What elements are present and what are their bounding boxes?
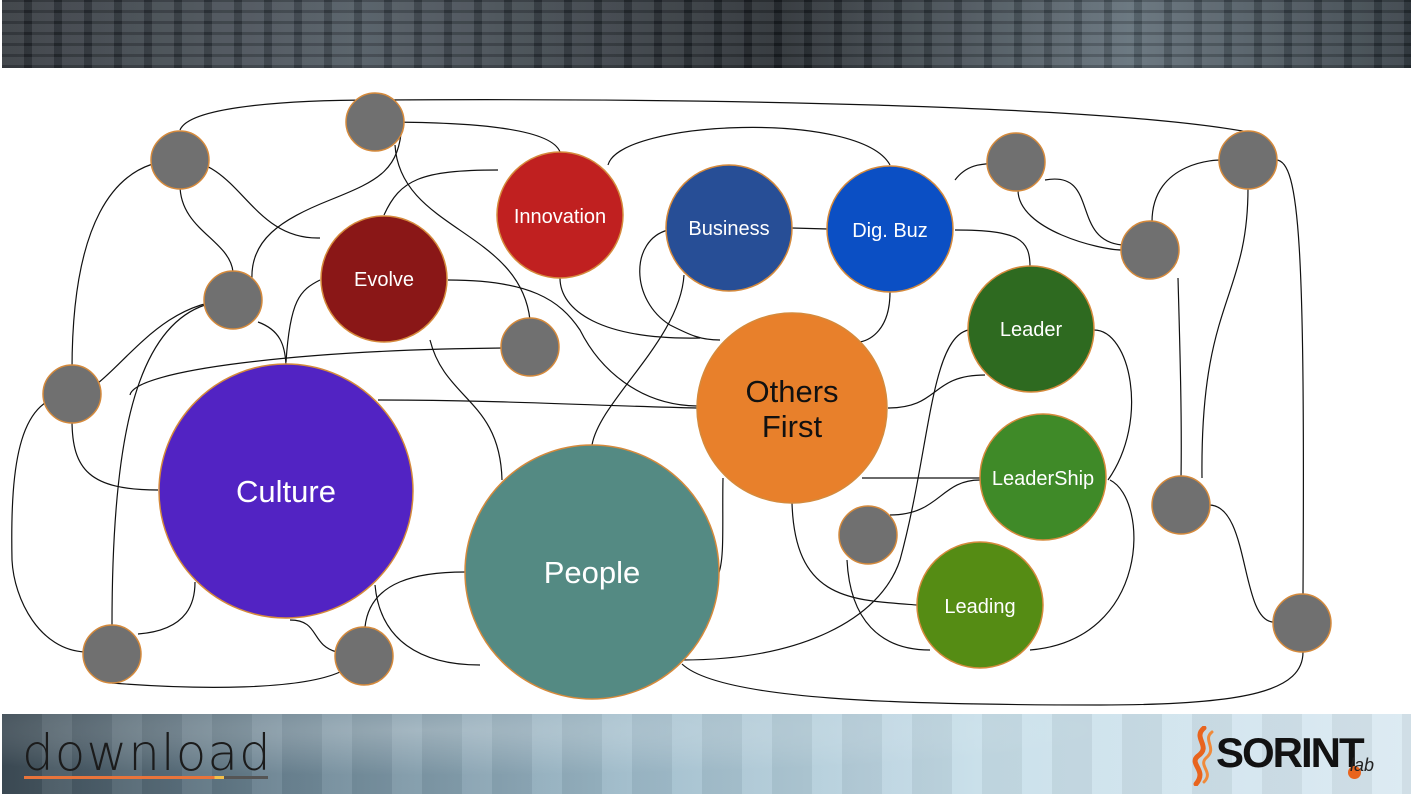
node-grey bbox=[42, 364, 102, 424]
node-grey bbox=[334, 626, 394, 686]
node-leadership: LeaderShip bbox=[979, 413, 1107, 541]
node-leading: Leading bbox=[916, 541, 1044, 669]
node-grey bbox=[1272, 593, 1332, 653]
node-grey bbox=[500, 317, 560, 377]
node-evolve-label: Evolve bbox=[354, 269, 414, 291]
node-culture-label: Culture bbox=[236, 474, 336, 509]
node-leadership-label: LeaderShip bbox=[992, 468, 1094, 490]
node-dig-buz: Dig. Buz bbox=[826, 165, 954, 293]
node-grey bbox=[150, 130, 210, 190]
node-grey bbox=[1218, 130, 1278, 190]
node-grey bbox=[1151, 475, 1211, 535]
node-grey bbox=[1120, 220, 1180, 280]
node-people-label: People bbox=[544, 555, 641, 590]
node-innovation: Innovation bbox=[496, 151, 624, 279]
node-people: People bbox=[464, 444, 720, 700]
node-culture: Culture bbox=[158, 363, 414, 619]
node-grey bbox=[838, 505, 898, 565]
node-evolve: Evolve bbox=[320, 215, 448, 343]
node-leader: Leader bbox=[967, 265, 1095, 393]
node-leading-label: Leading bbox=[944, 596, 1015, 618]
sorint-wordmark: SORINT bbox=[1216, 729, 1365, 776]
node-leader-label: Leader bbox=[1000, 319, 1063, 341]
node-grey bbox=[345, 92, 405, 152]
node-business: Business bbox=[665, 164, 793, 292]
node-grey bbox=[203, 270, 263, 330]
sorint-lab-logo: SORINT lab bbox=[1186, 726, 1396, 786]
bottom-banner bbox=[2, 714, 1411, 794]
labeled-nodes: Innovation Business Dig. Buz Evolve Lead… bbox=[158, 151, 1107, 700]
node-dig-buz-label: Dig. Buz bbox=[852, 220, 928, 242]
node-grey bbox=[986, 132, 1046, 192]
node-others-first-line1: Others bbox=[745, 374, 838, 409]
sorint-lab-wordmark: lab bbox=[1350, 755, 1375, 775]
top-banner bbox=[2, 0, 1411, 68]
node-others-first-line2: First bbox=[762, 409, 823, 444]
node-business-label: Business bbox=[688, 218, 769, 240]
unlabeled-nodes bbox=[42, 92, 1332, 686]
node-others-first: Others First bbox=[696, 312, 888, 504]
sorint-flame-icon bbox=[1192, 726, 1214, 786]
sorint-dot bbox=[1348, 766, 1361, 779]
download-logo: download bbox=[22, 724, 272, 782]
node-innovation-label: Innovation bbox=[514, 206, 606, 228]
node-grey bbox=[82, 624, 142, 684]
download-logo-underline bbox=[24, 776, 268, 779]
